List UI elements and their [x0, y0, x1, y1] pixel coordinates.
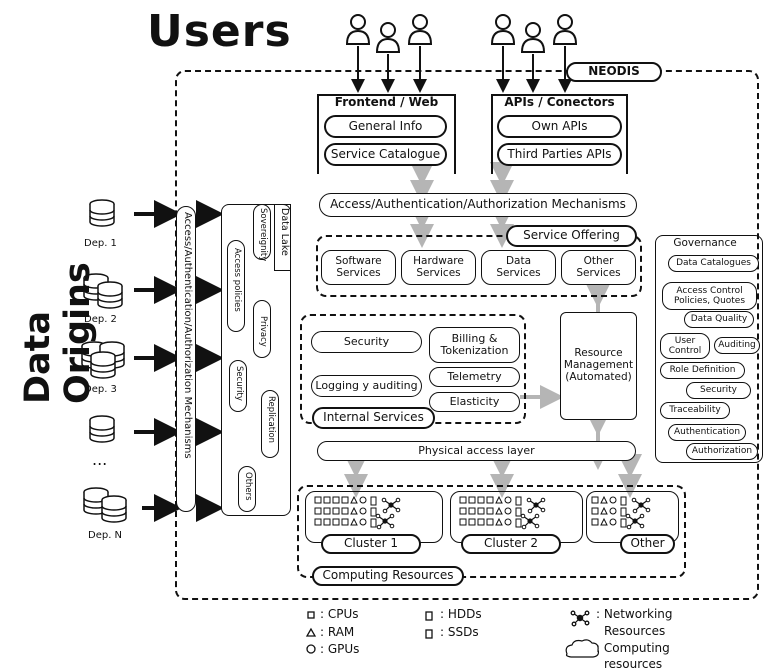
- data-services-line1: Data: [505, 254, 532, 267]
- replication-pill: [261, 390, 279, 458]
- data-origins-label: Data Origins: [18, 262, 98, 404]
- user-icon-group-2: [491, 14, 577, 53]
- security-pill: [229, 360, 247, 412]
- resource-line3: (Automated): [565, 370, 632, 383]
- access-policies-pill: [227, 240, 245, 332]
- legend-ssds: : SSDs: [440, 625, 479, 639]
- dep-2-label: Dep. 2: [84, 314, 117, 325]
- other-services-line2: Services: [576, 266, 621, 279]
- access-authentication-layer: Access/Authentication/Authorization Mech…: [319, 193, 637, 217]
- internal-services-label: Internal Services: [312, 407, 435, 429]
- cluster-1-label: Cluster 1: [321, 534, 421, 554]
- legend-computing-2: resources: [604, 657, 663, 671]
- privacy-pill: [253, 300, 271, 358]
- sovereignity-pill: [253, 204, 271, 260]
- privacy-label: Privacy: [258, 316, 268, 347]
- computing-resources-container: [297, 485, 686, 578]
- other-cluster-label: Other: [620, 534, 675, 554]
- dep-n-label: Dep. N: [88, 530, 123, 541]
- general-info-box: General Info: [324, 115, 447, 138]
- ingest-access-label: Access/Authentication/Authorization Mech…: [182, 212, 193, 459]
- legend-networking: : Networking: [596, 607, 673, 621]
- replication-label: Replication: [266, 396, 276, 444]
- access-policies-label: Access policies: [232, 248, 242, 312]
- legend-computing: : Computing: [596, 641, 670, 655]
- billing-line1: Billing &: [451, 331, 498, 345]
- others-label: Others: [243, 472, 253, 501]
- legend-gpus: : GPUs: [320, 642, 360, 656]
- own-apis-box: Own APIs: [497, 115, 622, 138]
- gov-data-catalogues: Data Catalogues: [668, 255, 759, 272]
- gov-auditing: Auditing: [714, 337, 760, 354]
- billing-tokenization-box: Billing &Tokenization: [429, 327, 520, 363]
- gov-role-definition: Role Definition: [660, 362, 745, 379]
- gov-security: Security: [686, 382, 751, 399]
- other-services-line1: Other: [583, 254, 614, 267]
- service-offering-label: Service Offering: [506, 225, 637, 247]
- apis-title: APIs / Conectors: [504, 95, 615, 109]
- cluster-2-label: Cluster 2: [461, 534, 561, 554]
- user-icon-group-1: [346, 14, 432, 53]
- resource-line2: Management: [563, 359, 634, 372]
- dep-1-label: Dep. 1: [84, 238, 117, 249]
- database-icon-depN: [83, 487, 127, 523]
- gov-authentication: Authentication: [668, 424, 746, 441]
- dep-3-label: Dep. 3: [84, 384, 117, 395]
- legend-networking-2: Resources: [604, 624, 666, 638]
- others-pill: [238, 466, 256, 512]
- billing-line2: Tokenization: [440, 344, 509, 357]
- gov-uc-line1: User: [674, 335, 696, 346]
- dep-ellipsis: ...: [92, 450, 108, 469]
- internal-security-box: Security: [311, 331, 422, 353]
- governance-panel: [655, 235, 763, 463]
- legend-ram: : RAM: [320, 625, 355, 639]
- database-icon-dep4: [89, 415, 115, 443]
- logging-auditing-box: Logging y auditing: [311, 375, 422, 397]
- cluster-equipment-icons: [314, 495, 651, 530]
- physical-access-layer: Physical access layer: [317, 441, 636, 461]
- governance-title: Governance: [673, 237, 737, 249]
- ingest-access-bar: [176, 206, 196, 512]
- data-lake-title-box: [274, 204, 291, 271]
- software-services-line1: Software: [335, 254, 382, 267]
- service-catalogue-box: Service Catalogue: [324, 143, 447, 166]
- service-offering-container: [316, 235, 642, 297]
- legend-icons: [305, 610, 600, 658]
- gov-acp-line2: Policies, Quotes: [673, 296, 746, 306]
- hardware-services-line1: Hardware: [413, 254, 464, 267]
- data-services-line2: Services: [496, 266, 541, 279]
- database-icon-dep1: [89, 199, 115, 227]
- gov-acp-line1: Access Control: [676, 285, 743, 296]
- gov-uc-line2: Control: [668, 346, 702, 356]
- elasticity-box: Elasticity: [429, 392, 520, 412]
- apis-panel: [491, 94, 628, 174]
- data-lake-title: Data Lake: [279, 208, 290, 256]
- third-party-apis-box: Third Parties APIs: [497, 143, 622, 166]
- security-label: Security: [234, 366, 244, 401]
- legend-cpus: : CPUs: [320, 607, 359, 621]
- users-label: Users: [147, 6, 292, 57]
- resource-line1: Resource: [574, 347, 623, 360]
- telemetry-box: Telemetry: [429, 367, 520, 387]
- sovereignity-label: Sovereignity: [258, 208, 268, 262]
- software-services-line2: Services: [336, 266, 381, 279]
- frontend-title: Frontend / Web: [334, 95, 439, 109]
- gov-data-quality: Data Quality: [684, 311, 754, 328]
- hardware-services-line2: Services: [416, 266, 461, 279]
- neodis-label: NEODIS: [566, 62, 662, 82]
- computing-resources-label: Computing Resources: [312, 566, 464, 586]
- gov-authorization: Authorization: [686, 443, 758, 460]
- legend-hdds: : HDDs: [440, 607, 482, 621]
- frontend-panel: [317, 94, 456, 174]
- gov-traceability: Traceability: [660, 402, 730, 419]
